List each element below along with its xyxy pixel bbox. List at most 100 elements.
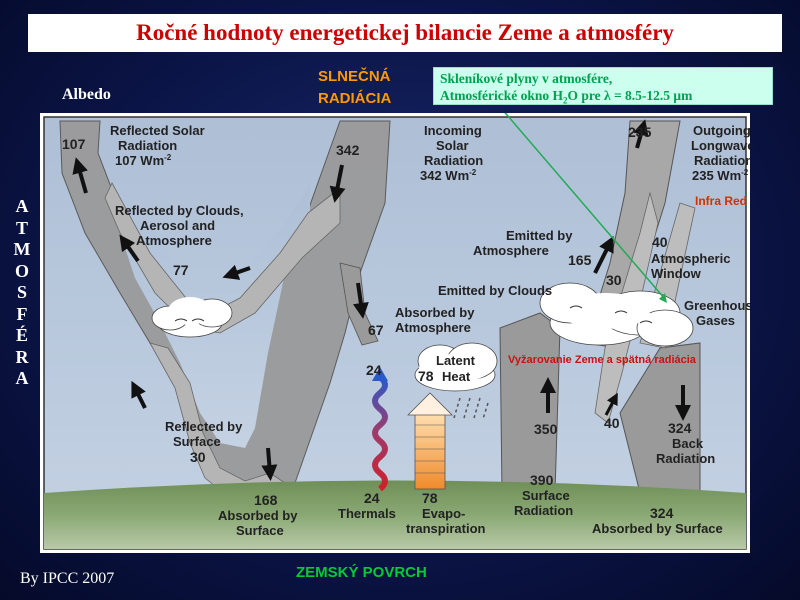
greenhouse-pointer-line bbox=[494, 100, 666, 300]
absorbed-surf-b-label: Absorbed by Surface bbox=[592, 521, 723, 536]
value-30-surface: 30 bbox=[190, 449, 206, 465]
atm-letter: O bbox=[14, 260, 29, 281]
thermals-label: Thermals bbox=[338, 506, 396, 521]
atm-letter: F bbox=[16, 303, 28, 324]
reflected-solar-line3: 107 Wm-2 bbox=[115, 153, 172, 168]
cloud-right bbox=[539, 282, 694, 347]
value-168: 168 bbox=[254, 492, 278, 508]
albedo-label: Albedo bbox=[62, 86, 111, 103]
value-24-top: 24 bbox=[366, 362, 382, 378]
atm-letter: T bbox=[15, 217, 28, 238]
refl-clouds-line2: Aerosol and bbox=[140, 218, 215, 233]
greenhouse-note-suffix: O pre λ = 8.5-12.5 μm bbox=[567, 88, 693, 103]
atm-letter: A bbox=[15, 196, 29, 216]
atm-letter: S bbox=[16, 282, 27, 302]
cloud-latent bbox=[414, 342, 498, 420]
value-67: 67 bbox=[368, 322, 384, 338]
atm-letter: M bbox=[13, 239, 31, 259]
solar-label-line1: SLNEČNÁ bbox=[318, 68, 391, 85]
outgoing-value: 235 Wm bbox=[692, 168, 741, 183]
energy-budget-diagram: 107 Reflected Solar Radiation 107 Wm-2 3… bbox=[40, 100, 760, 553]
unit-superscript: -2 bbox=[469, 168, 477, 177]
atm-letter: A bbox=[15, 368, 29, 388]
evapo-line1: Evapo- bbox=[422, 506, 465, 521]
value-107: 107 bbox=[62, 136, 86, 152]
reflected-solar-line2: Radiation bbox=[118, 138, 177, 153]
greenhouse-note-line1: Skleníkové plyny v atmosfére, bbox=[440, 71, 613, 86]
solar-radiation-label: SLNEČNÁ RADIÁCIA bbox=[318, 66, 391, 110]
refl-clouds-line1: Reflected by Clouds, bbox=[115, 203, 244, 218]
unit-superscript: -2 bbox=[741, 168, 749, 177]
value-235: 235 bbox=[628, 124, 652, 140]
title-bar: Ročné hodnoty energetickej bilancie Zeme… bbox=[28, 14, 782, 52]
back-line2: Radiation bbox=[656, 451, 715, 466]
credit-label: By IPCC 2007 bbox=[20, 570, 115, 587]
surface-radiation-column bbox=[499, 312, 561, 494]
surface-rad-line2: Radiation bbox=[514, 503, 573, 518]
value-40-bottom: 40 bbox=[604, 415, 620, 431]
emitted-atm-line2: Atmosphere bbox=[473, 243, 549, 258]
value-165: 165 bbox=[568, 252, 592, 268]
greenhouse-note-sub: 2 bbox=[562, 95, 568, 106]
value-324-absorbed: 324 bbox=[650, 505, 674, 521]
value-390: 390 bbox=[530, 472, 554, 488]
unit-superscript: -2 bbox=[164, 153, 172, 162]
value-40-top: 40 bbox=[652, 234, 668, 250]
cloud-left bbox=[151, 297, 233, 338]
energy-budget-svg: 107 Reflected Solar Radiation 107 Wm-2 3… bbox=[43, 100, 760, 550]
outgoing-line1: Outgoing bbox=[693, 123, 750, 138]
greenhouse-note-line2: Atmosférické okno H2O pre λ = 8.5-12.5 μ… bbox=[440, 87, 766, 110]
atm-window-line2: Window bbox=[651, 266, 702, 281]
value-78-latent: 78 bbox=[418, 368, 434, 384]
greenhouse-pointer-head bbox=[659, 293, 667, 303]
outgoing-line2: Longwave bbox=[691, 138, 750, 153]
solar-label-line2: RADIÁCIA bbox=[318, 90, 392, 107]
page-title: Ročné hodnoty energetickej bilancie Zeme… bbox=[136, 20, 674, 45]
evapo-line2: transpiration bbox=[406, 521, 486, 536]
emitted-clouds-label: Emitted by Clouds bbox=[438, 283, 552, 298]
incoming-line1: Incoming bbox=[424, 123, 482, 138]
atmosphere-vertical-label: A T M O S F É R A bbox=[11, 196, 33, 390]
value-24-thermals: 24 bbox=[364, 490, 380, 506]
back-line1: Back bbox=[672, 436, 704, 451]
flow-arrows bbox=[72, 119, 691, 481]
reflected-solar-value: 107 Wm bbox=[115, 153, 164, 168]
atm-letter: É bbox=[15, 325, 28, 345]
ground-surface bbox=[44, 480, 746, 549]
thermals-arrowhead bbox=[372, 367, 388, 381]
refl-clouds-line3: Atmosphere bbox=[136, 233, 212, 248]
emitted-atm-line1: Emitted by bbox=[506, 228, 573, 243]
latent-line1: Latent bbox=[436, 353, 476, 368]
ground-label: ZEMSKÝ POVRCH bbox=[296, 564, 427, 581]
infra-red-label: Infra Red bbox=[695, 194, 747, 208]
surface-rad-line1: Surface bbox=[522, 488, 570, 503]
outgoing-line3: Radiation bbox=[694, 153, 750, 168]
incoming-line4: 342 Wm-2 bbox=[420, 168, 477, 183]
outgoing-line4: 235 Wm-2 bbox=[692, 168, 749, 183]
absorbed-surf-line1: Absorbed by bbox=[218, 508, 298, 523]
vyzarovanie-label: Vyžarovanie Zeme a spätná radiácia bbox=[508, 354, 697, 366]
absorbed-surf-line2: Surface bbox=[236, 523, 284, 538]
latent-line2: Heat bbox=[442, 369, 471, 384]
reflected-surface-band bbox=[149, 342, 286, 499]
greenhouse-note-box: Skleníkové plyny v atmosfére, Atmosféric… bbox=[433, 67, 773, 106]
value-342: 342 bbox=[336, 142, 360, 158]
thermals-wave bbox=[372, 374, 388, 492]
greenhouse-note-prefix: Atmosférické okno H bbox=[440, 88, 563, 103]
value-77: 77 bbox=[173, 262, 189, 278]
value-30-top: 30 bbox=[606, 272, 622, 288]
greenhouse-line1: Greenhouse bbox=[684, 298, 750, 313]
refl-surface-line1: Reflected by bbox=[165, 419, 243, 434]
value-78-evapo: 78 bbox=[422, 490, 438, 506]
absorbed-atm-line2: Atmosphere bbox=[395, 320, 471, 335]
incoming-line3: Radiation bbox=[424, 153, 483, 168]
value-350: 350 bbox=[534, 421, 558, 437]
atm-letter: R bbox=[15, 346, 29, 367]
absorbed-atm-line1: Absorbed by bbox=[395, 305, 475, 320]
refl-surface-line2: Surface bbox=[173, 434, 221, 449]
back-radiation-column bbox=[619, 342, 701, 494]
reflected-solar-line1: Reflected Solar bbox=[110, 123, 205, 138]
value-324-back: 324 bbox=[668, 420, 692, 436]
greenhouse-line2: Gases bbox=[696, 313, 735, 328]
incoming-value: 342 Wm bbox=[420, 168, 469, 183]
